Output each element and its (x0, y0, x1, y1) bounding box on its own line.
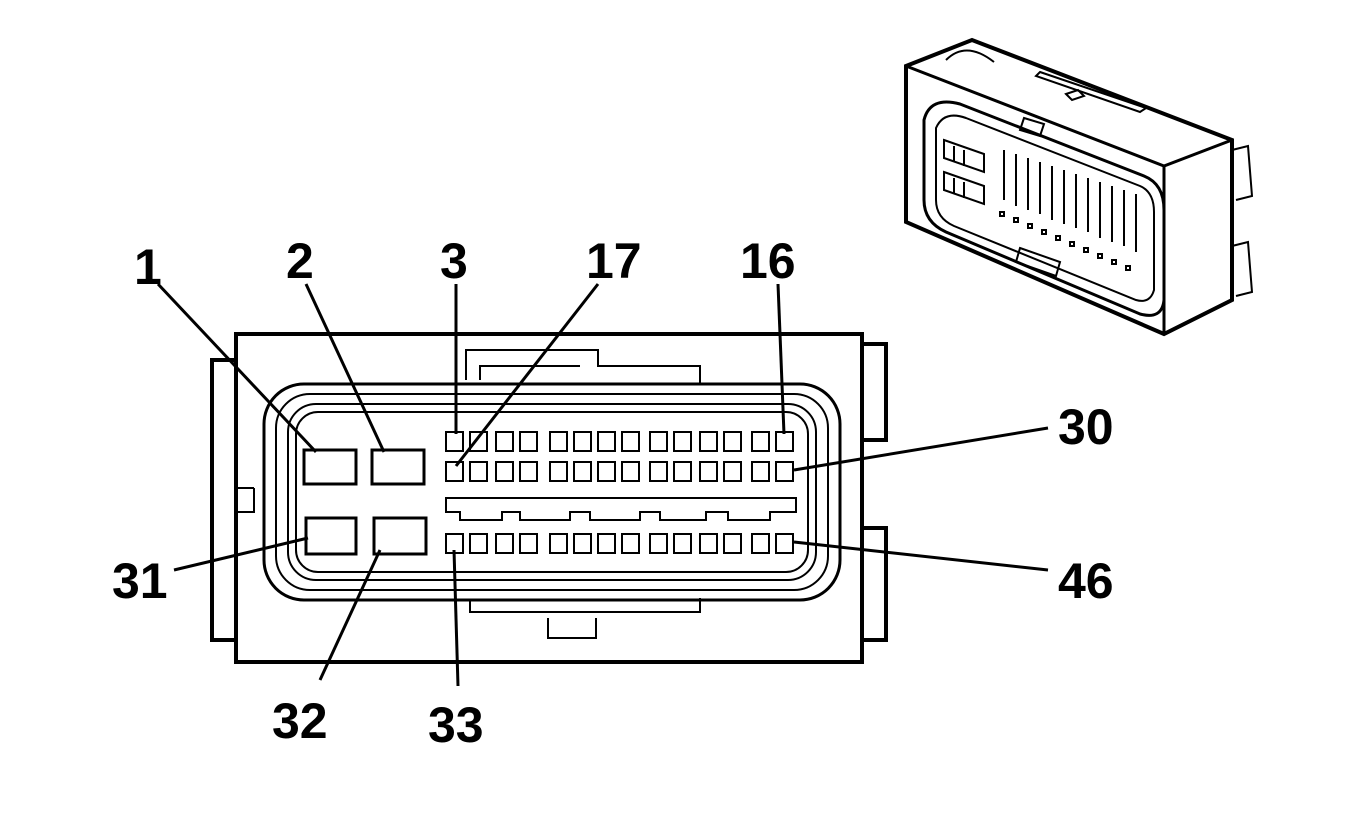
label-pin-16: 16 (740, 233, 796, 289)
label-pin-32: 32 (272, 693, 328, 749)
terminal-32 (372, 516, 428, 556)
label-pin-46: 46 (1058, 553, 1114, 609)
label-pin-2: 2 (286, 233, 314, 289)
terminal-2 (370, 448, 426, 486)
connector-face (210, 332, 888, 664)
terminal-1 (302, 448, 358, 486)
label-pin-31: 31 (112, 553, 168, 609)
label-pin-3: 3 (440, 233, 468, 289)
label-pin-33: 33 (428, 697, 484, 753)
terminal-31 (304, 516, 358, 556)
terminal-row-bottom (445, 533, 794, 554)
connector-isometric-view (904, 37, 1254, 337)
terminal-row-top (445, 431, 794, 452)
label-pin-1: 1 (134, 239, 162, 295)
label-pin-17: 17 (586, 233, 642, 289)
terminal-row-middle (445, 461, 794, 482)
pin-labels: 1 2 3 17 16 30 31 32 33 46 (112, 233, 1114, 753)
label-pin-30: 30 (1058, 399, 1114, 455)
leader-lines (156, 282, 1049, 687)
